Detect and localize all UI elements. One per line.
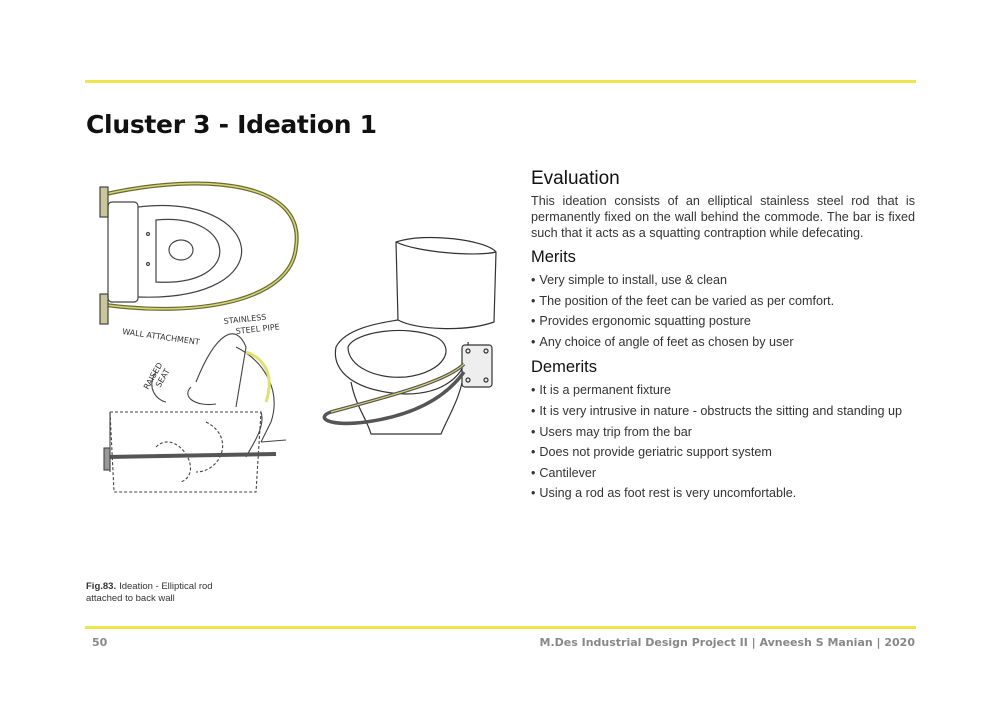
page-title: Cluster 3 - Ideation 1: [86, 110, 377, 139]
demerit-item: •Cantilever: [531, 463, 915, 484]
footer-credit: M.Des Industrial Design Project II | Avn…: [539, 636, 915, 649]
figure-number: Fig.83.: [86, 581, 117, 592]
evaluation-heading: Evaluation: [531, 168, 620, 189]
bullet-glyph: •: [531, 314, 536, 329]
bullet-glyph: •: [531, 403, 536, 418]
toilet-sketch-svg: WALL ATTACHMENT STAINLESS STEEL PIPE RAI…: [99, 181, 497, 493]
merit-item: •Any choice of angle of feet as chosen b…: [531, 332, 915, 353]
bullet-glyph: •: [531, 445, 536, 460]
demerit-text: Using a rod as foot rest is very uncomfo…: [539, 486, 797, 501]
evaluation-panel: Evaluation This ideation consists of an …: [531, 166, 915, 504]
demerit-text: Does not provide geriatric support syste…: [539, 445, 772, 460]
bullet-glyph: •: [531, 334, 536, 349]
merit-text: Provides ergonomic squatting posture: [539, 314, 751, 329]
demerit-item: •Does not provide geriatric support syst…: [531, 442, 915, 463]
merit-item: •Very simple to install, use & clean: [531, 270, 915, 291]
bullet-glyph: •: [531, 293, 536, 308]
toilet-sketch-illustration: WALL ATTACHMENT STAINLESS STEEL PIPE RAI…: [86, 172, 516, 507]
merit-text: The position of the feet can be varied a…: [539, 293, 835, 308]
demerit-item: •It is very intrusive in nature - obstru…: [531, 401, 915, 422]
demerit-text: Cantilever: [539, 465, 597, 480]
figure-caption-text: Ideation - Elliptical rod attached to ba…: [86, 581, 213, 604]
bullet-glyph: •: [531, 383, 536, 398]
merit-text: Very simple to install, use & clean: [539, 273, 728, 287]
bullet-glyph: •: [531, 273, 536, 287]
demerits-heading: Demerits: [531, 358, 598, 377]
side-view-sketch: [103, 333, 287, 493]
page-number: 50: [92, 636, 108, 649]
sketch-note-wall: WALL ATTACHMENT: [122, 327, 201, 347]
bullet-glyph: •: [531, 486, 536, 501]
merit-item: •Provides ergonomic squatting posture: [531, 311, 915, 332]
merits-heading: Merits: [531, 248, 576, 266]
figure-caption: Fig.83.Ideation - Elliptical rod attache…: [86, 581, 236, 605]
demerits-list: •It is a permanent fixture •It is very i…: [531, 380, 915, 504]
sketch-note-pipe-2: STEEL PIPE: [235, 322, 280, 336]
top-view-sketch: [99, 181, 299, 325]
demerit-item: •Using a rod as foot rest is very uncomf…: [531, 483, 915, 504]
perspective-view-sketch: [322, 236, 497, 435]
bullet-glyph: •: [531, 465, 536, 480]
demerit-item: •Users may trip from the bar: [531, 422, 915, 443]
demerit-text: It is very intrusive in nature - obstruc…: [539, 403, 903, 418]
demerit-text: It is a permanent fixture: [539, 383, 672, 398]
sketch-note-pipe-1: STAINLESS: [223, 313, 267, 326]
bullet-glyph: •: [531, 424, 536, 439]
top-accent-rule: [85, 80, 916, 83]
demerit-text: Users may trip from the bar: [539, 424, 692, 439]
bottom-accent-rule: [85, 626, 916, 629]
merit-item: •The position of the feet can be varied …: [531, 291, 915, 312]
merits-list: •Very simple to install, use & clean •Th…: [531, 270, 915, 352]
merit-text: Any choice of angle of feet as chosen by…: [539, 334, 794, 349]
demerit-item: •It is a permanent fixture: [531, 380, 915, 401]
evaluation-body: This ideation consists of an elliptical …: [531, 194, 915, 240]
